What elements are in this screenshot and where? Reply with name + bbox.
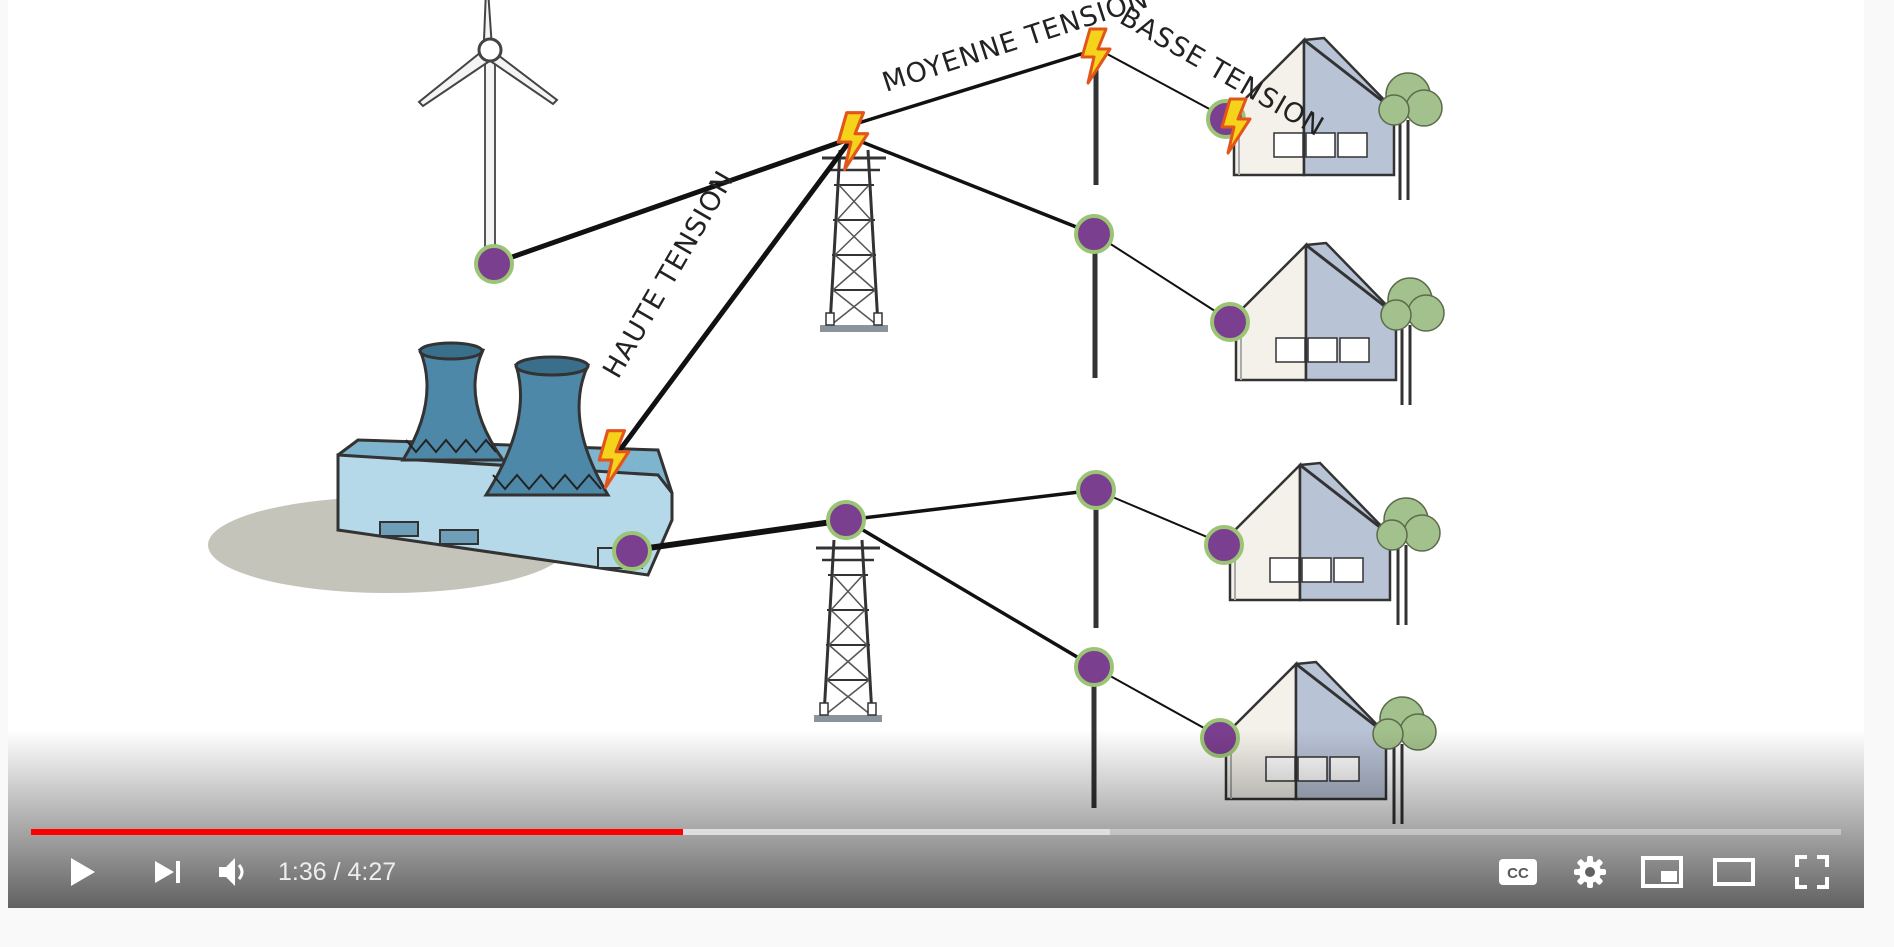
pylon-top (818, 148, 890, 334)
miniplayer-button[interactable] (1638, 848, 1686, 896)
wind-turbine (417, 0, 559, 268)
time-display: 1:36 / 4:27 (278, 858, 396, 886)
distribution-poles (1091, 35, 1099, 808)
next-button[interactable] (144, 848, 192, 896)
current-time: 1:36 (278, 858, 327, 886)
duration: 4:27 (347, 858, 397, 886)
house-2 (1234, 241, 1446, 407)
svg-text:CC: CC (1507, 865, 1529, 882)
progress-played (31, 829, 683, 835)
settings-icon (1574, 856, 1606, 888)
pylon-bottom (812, 538, 884, 724)
time-separator: / (326, 858, 348, 886)
miniplayer-icon (1641, 856, 1683, 888)
label-haute-tension: HAUTE TENSION (597, 165, 741, 383)
settings-button[interactable] (1566, 848, 1614, 896)
house-3 (1228, 461, 1442, 627)
next-icon (155, 861, 180, 883)
fullscreen-icon (1795, 855, 1829, 889)
connection-nodes (474, 99, 1250, 758)
progress-bar[interactable] (31, 829, 1841, 835)
power-plant (208, 341, 674, 593)
play-button[interactable] (58, 848, 106, 896)
video-frame: HAUTE TENSION MOYENNE TENSION BASSE TENS… (208, 0, 1446, 826)
lightning-bolts (597, 27, 1252, 489)
captions-icon: CC (1499, 859, 1537, 885)
captions-button[interactable]: CC (1494, 848, 1542, 896)
video-player[interactable]: HAUTE TENSION MOYENNE TENSION BASSE TENS… (8, 0, 1864, 908)
theater-mode-button[interactable] (1710, 848, 1758, 896)
volume-button[interactable] (210, 848, 258, 896)
volume-icon (219, 858, 244, 886)
fullscreen-button[interactable] (1788, 848, 1836, 896)
play-icon (71, 858, 95, 886)
house-4 (1224, 660, 1438, 826)
power-lines (494, 47, 1233, 739)
theater-mode-icon (1713, 858, 1755, 886)
house-1 (1232, 36, 1444, 202)
